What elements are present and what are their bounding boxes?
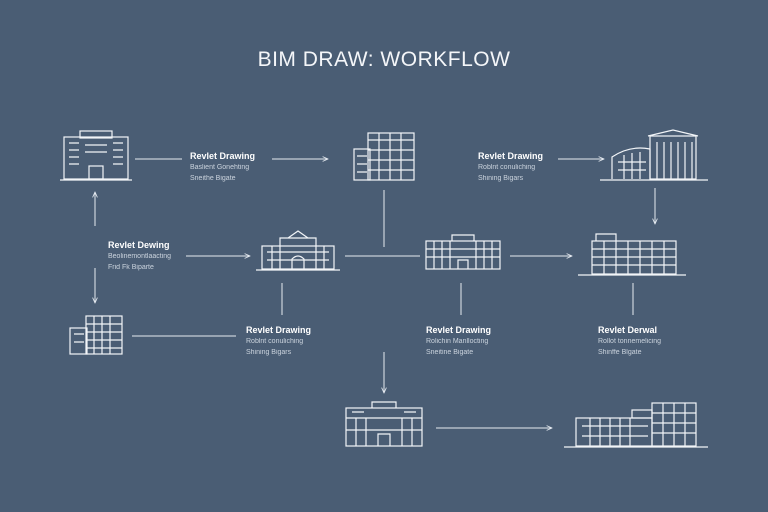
office-block-icon (578, 233, 686, 276)
page-title: BIM DRAW: WORKFLOW (257, 48, 511, 71)
small-building-icon (69, 315, 123, 355)
townhouse-building-icon (425, 234, 501, 270)
step-label: Revlet Drawing Rolichin Manllocting Snei… (426, 325, 492, 356)
civic-building-icon (256, 230, 340, 271)
warehouse-building-icon (600, 129, 708, 181)
step-label: Revlet Dewing Beolinemontlaacting Frid F… (108, 240, 172, 271)
apartment-building-icon (353, 132, 415, 181)
step-label: Revlet Drawing Roblnt conuliching Shinin… (478, 151, 544, 182)
step-label: Revlet Derwal Rollot tonnemelicing Shinf… (598, 325, 662, 356)
step-label: Revlet Drawing Baslient Gonehting Sneith… (190, 151, 256, 182)
industrial-building-icon (564, 402, 708, 448)
step-label: Revlet Drawing Roblnt conuliching Shinin… (246, 325, 312, 356)
hall-building-icon (345, 401, 423, 447)
office-building-icon (60, 130, 132, 181)
